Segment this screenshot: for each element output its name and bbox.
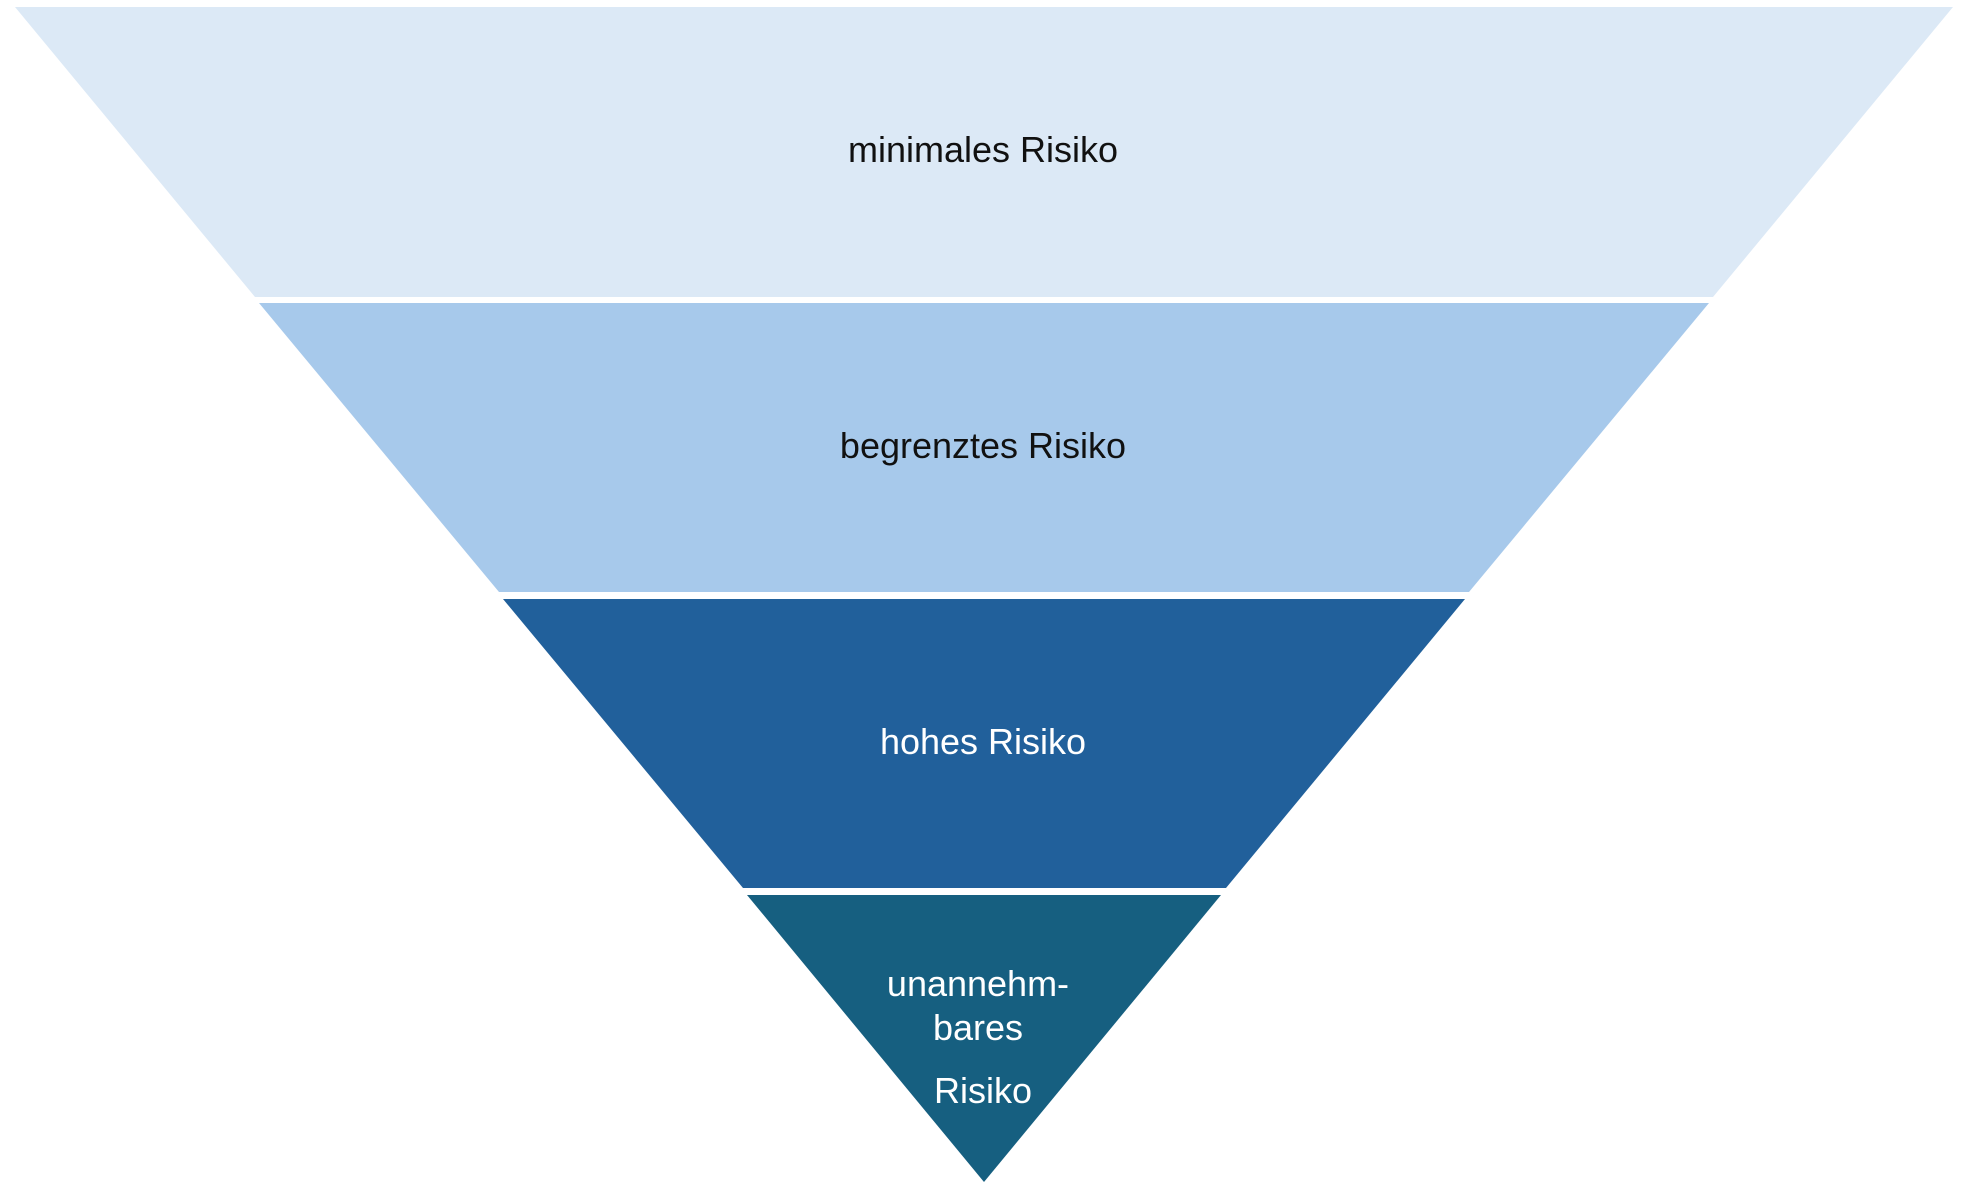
tier-high-label: hohes Risiko [880, 721, 1086, 762]
tier-unacceptable-shape [747, 895, 1221, 1182]
tier-minimal-label-line: minimales Risiko [848, 129, 1118, 170]
tier-unacceptable-label-line-1: unannehm- [887, 963, 1069, 1004]
tier-limited-shape [259, 303, 1709, 592]
tier-unacceptable-label-line-3: Risiko [934, 1070, 1032, 1111]
tier-limited-label: begrenztes Risiko [840, 425, 1126, 466]
tier-unacceptable-label-line-2: bares [933, 1007, 1023, 1048]
tier-high-label-line: hohes Risiko [880, 721, 1086, 762]
tier-unacceptable-label: unannehm- bares Risiko [887, 963, 1079, 1111]
tier-limited-label-line: begrenztes Risiko [840, 425, 1126, 466]
tier-minimal-shape [15, 7, 1953, 297]
tier-high-shape [503, 599, 1465, 888]
tier-minimal-label: minimales Risiko [848, 129, 1118, 170]
